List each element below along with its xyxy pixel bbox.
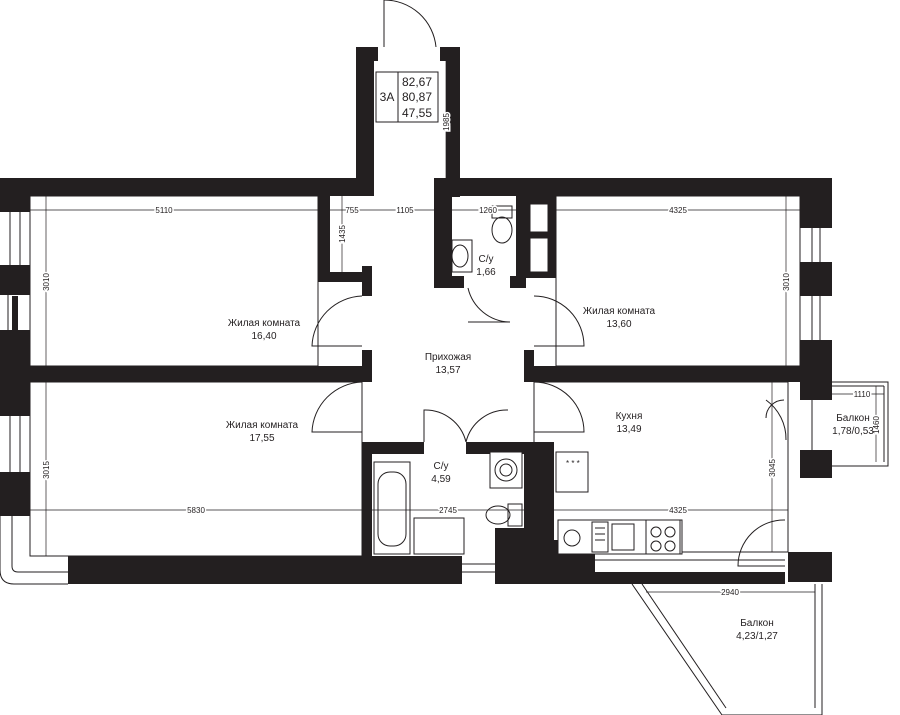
dim-1460: 1460 (872, 416, 881, 434)
fixtures: * * * (373, 203, 683, 555)
room-balcony-small-area: 1,78/0,53 (832, 426, 874, 437)
room-balcony-big-name: Балкон (740, 618, 774, 629)
balcony-small-outline (832, 381, 889, 467)
area-without-balcony: 80,87 (402, 90, 432, 104)
dim-3015: 3015 (42, 461, 51, 479)
entrance-door[interactable] (383, 0, 437, 48)
dim-755: 755 (345, 206, 359, 215)
room-bath-big-area: 4,59 (431, 474, 451, 485)
balcony-big-outline (631, 583, 823, 715)
room-living3-name: Жилая комната (583, 306, 656, 317)
dim-3045: 3045 (768, 459, 777, 477)
area-summary-box: 3А 82,67 80,87 47,55 (375, 71, 439, 123)
room-bath-small-name: С/у (479, 254, 494, 265)
dim-4325-bottom: 4325 (669, 506, 687, 515)
dim-3010-right: 3010 (782, 273, 791, 291)
apartment-type: 3А (380, 90, 395, 104)
room-balcony-big-area: 4,23/1,27 (736, 631, 778, 642)
room-labels: Жилая комната 16,40 Жилая комната 17,55 … (226, 254, 874, 642)
room-living2-area: 17,55 (249, 433, 274, 444)
dim-2745: 2745 (439, 506, 457, 515)
room-living1-name: Жилая комната (228, 318, 301, 329)
room-kitchen-area: 13,49 (616, 424, 641, 435)
room-living2-name: Жилая комната (226, 420, 299, 431)
interior-doors (311, 287, 787, 567)
area-total: 82,67 (402, 75, 432, 89)
dim-5110: 5110 (155, 206, 173, 215)
room-hall-area: 13,57 (435, 365, 460, 376)
dim-1435: 1435 (338, 225, 347, 243)
room-bath-small-area: 1,66 (476, 267, 496, 278)
room-living3-area: 13,60 (606, 319, 631, 330)
svg-text:* * *: * * * (566, 459, 580, 468)
dim-1985: 1985 (442, 113, 451, 131)
dim-1105: 1105 (396, 206, 414, 215)
dim-4325-top: 4325 (669, 206, 687, 215)
dim-1260: 1260 (479, 206, 497, 215)
room-balcony-small-name: Балкон (836, 413, 870, 424)
walls (0, 47, 832, 584)
room-bath-big-name: С/у (434, 461, 449, 472)
room-hall-name: Прихожая (425, 352, 471, 363)
room-kitchen-name: Кухня (616, 411, 643, 422)
dim-2940: 2940 (721, 588, 739, 597)
dimension-lines (30, 61, 884, 593)
dim-3010-left: 3010 (42, 273, 51, 291)
area-living: 47,55 (402, 106, 432, 120)
dimension-labels: 5110 755 1105 1260 4325 1985 1435 3010 3… (41, 111, 883, 598)
room-living1-area: 16,40 (251, 331, 276, 342)
dim-1110: 1110 (854, 390, 871, 399)
dim-5830: 5830 (187, 506, 205, 515)
